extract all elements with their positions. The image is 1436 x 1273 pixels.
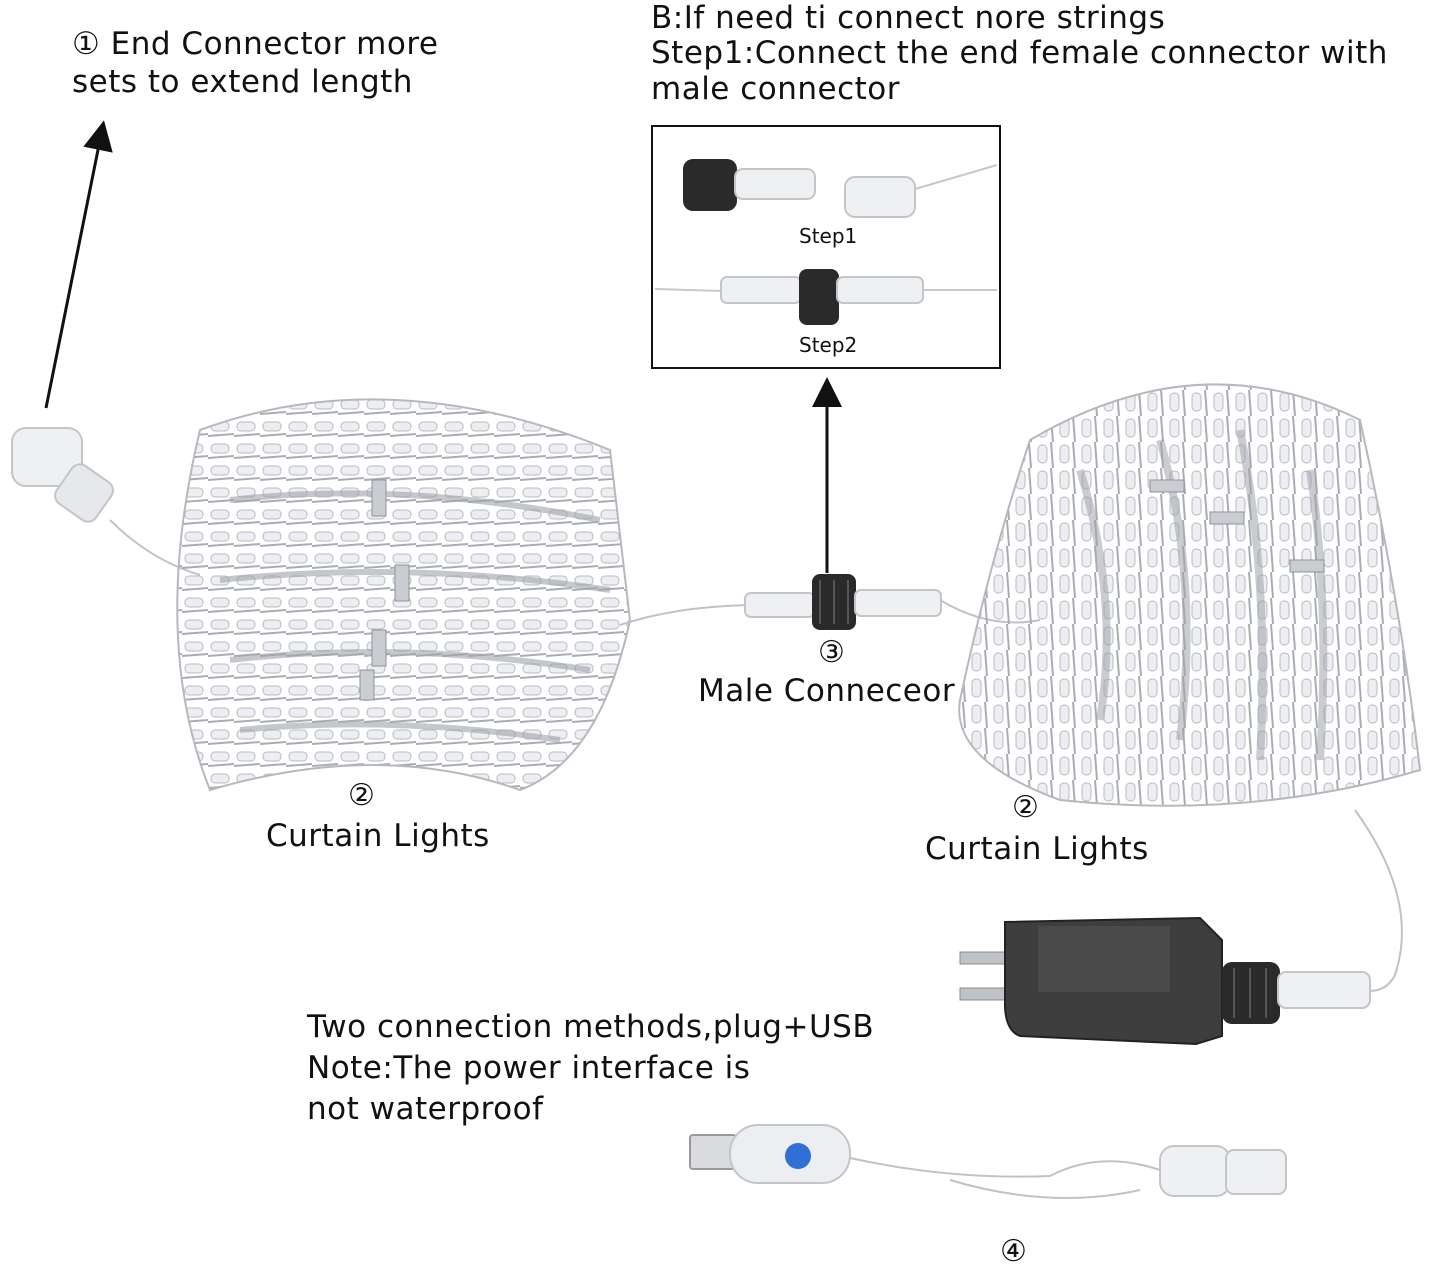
arrow-end-connector [44,120,113,409]
step1-nut-icon [683,159,737,211]
tip-step-line2: male connector [651,71,901,107]
male-connector-icon [744,574,942,630]
power-adapter-icon [959,916,1371,1046]
curtain-left-label: Curtain Lights [266,818,490,854]
tip-step-line: Step1:Connect the end female connector w… [651,35,1388,71]
usb-number: ④ [1000,1234,1027,1269]
curtain-lights-right-icon [958,383,1422,807]
step2-label: Step2 [799,333,858,357]
connection-steps-inset: Step1 Step2 [651,125,1001,369]
power-note-line2: Note:The power interface is [307,1050,751,1086]
curtain-left-number: ② [348,778,375,813]
steps-illustration [654,159,998,325]
male-connector-label: Male Conneceor [698,673,956,709]
curtain-lights-left-icon [176,398,632,792]
power-note-line3: not waterproof [307,1091,544,1127]
power-note-line1: Two connection methods,plug+USB [307,1009,875,1045]
end-connector-label-line2: sets to extend length [72,64,413,100]
step1-label: Step1 [799,224,858,248]
end-connector-icon [11,427,201,576]
tip-heading: B:If need ti connect nore strings [651,0,1166,36]
end-connector-number: ① [72,26,101,62]
curtain-right-number: ② [1012,790,1039,825]
curtain-right-label: Curtain Lights [925,831,1149,867]
step2-nut-icon [799,269,839,325]
end-connector-label: ① End Connector more [72,26,439,62]
male-connector-number: ③ [818,635,845,670]
usb-controller-icon [689,1124,1287,1199]
